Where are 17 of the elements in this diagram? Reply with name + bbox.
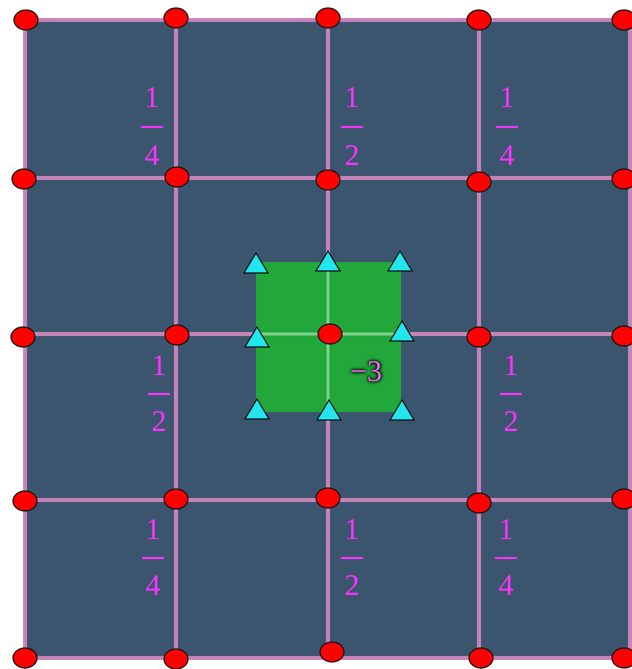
weight-label: 4 [146, 571, 160, 601]
weight-label: 2 [344, 571, 360, 601]
weight-label: 1 [504, 351, 518, 381]
weight-label: 1 [500, 83, 514, 113]
weight-label: 2 [152, 407, 166, 437]
weight-label: 4 [144, 141, 160, 171]
weight-label: 1 [152, 351, 166, 381]
weight-label: 2 [504, 407, 518, 437]
weight-label: −3 [350, 357, 382, 387]
weight-label: 4 [498, 571, 514, 601]
weight-label: 1 [344, 515, 360, 545]
weight-label: 4 [500, 141, 514, 171]
weight-label: 1 [146, 515, 160, 545]
weight-label: 1 [498, 515, 514, 545]
weight-label: 1 [144, 83, 160, 113]
weight-label: 2 [344, 141, 360, 171]
weight-label: 1 [344, 83, 360, 113]
